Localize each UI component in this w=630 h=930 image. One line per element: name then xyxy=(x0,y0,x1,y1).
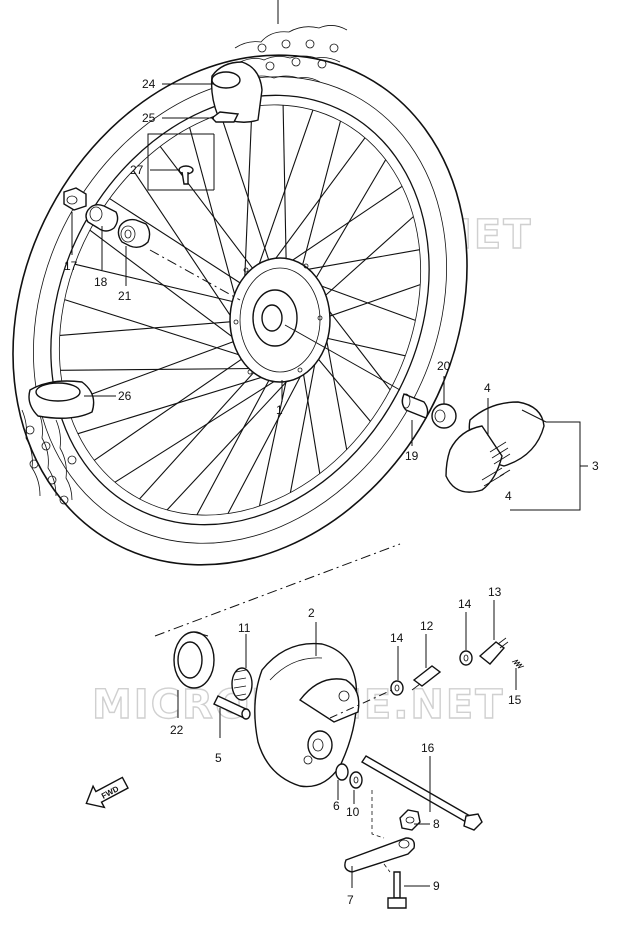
gear-11 xyxy=(231,667,253,701)
spoke xyxy=(312,352,371,422)
spoke xyxy=(282,105,287,269)
callout-labels: 1 2 3 4 4 5 6 7 8 9 10 11 12 13 14 14 15… xyxy=(64,77,599,907)
tube-section-left xyxy=(28,380,95,419)
callout-25: 25 xyxy=(142,111,156,125)
callout-20: 20 xyxy=(437,359,451,373)
callout-26: 26 xyxy=(118,389,132,403)
spacer-19 xyxy=(401,393,429,419)
spoke xyxy=(66,338,242,404)
spoke xyxy=(219,113,273,270)
washer-14a xyxy=(390,680,404,696)
callout-12: 12 xyxy=(420,619,434,633)
callout-19: 19 xyxy=(405,449,419,463)
spacer-18 xyxy=(85,203,119,232)
washer-10 xyxy=(349,771,363,789)
spoke xyxy=(266,137,366,272)
bearing-20 xyxy=(431,403,457,429)
spoke xyxy=(77,371,280,435)
switch-12 xyxy=(411,665,442,691)
tube-section-top xyxy=(210,61,263,123)
callout-22: 22 xyxy=(170,723,184,737)
callout-24: 24 xyxy=(142,77,156,91)
callout-4a: 4 xyxy=(484,381,491,395)
hub xyxy=(229,257,331,383)
callout-17: 17 xyxy=(64,259,78,273)
spoke xyxy=(89,229,244,346)
spoke xyxy=(253,109,314,280)
spoke xyxy=(243,106,253,293)
spoke xyxy=(301,364,321,474)
washer-6 xyxy=(335,763,349,781)
callout-leaders xyxy=(71,0,588,888)
callout-5: 5 xyxy=(215,751,222,765)
spoke xyxy=(109,198,248,288)
rim-outer xyxy=(50,94,430,526)
callout-1: 1 xyxy=(276,403,283,417)
callout-15: 15 xyxy=(508,693,522,707)
nut-8 xyxy=(399,809,421,831)
callout-21: 21 xyxy=(118,289,132,303)
callout-6: 6 xyxy=(333,799,340,813)
spoke xyxy=(132,170,239,329)
tire-tread-left xyxy=(21,409,77,505)
valve-cap xyxy=(178,165,194,185)
wheel-assembly xyxy=(12,25,468,566)
sensor-13 xyxy=(478,637,509,665)
spokes xyxy=(59,105,421,516)
spoke xyxy=(189,127,240,310)
spoke xyxy=(64,299,253,360)
axle-bolt-16 xyxy=(361,755,483,831)
spoke xyxy=(166,360,307,511)
tire-tread-top xyxy=(234,25,348,83)
brake-shoe-set xyxy=(445,401,545,493)
spoke xyxy=(159,146,259,276)
callout-14a: 14 xyxy=(390,631,404,645)
callout-16: 16 xyxy=(421,741,435,755)
shaft-5 xyxy=(213,695,251,720)
callout-3: 3 xyxy=(592,459,599,473)
spoke xyxy=(74,263,241,304)
nut-17 xyxy=(63,187,87,211)
callout-7: 7 xyxy=(347,893,354,907)
callout-10: 10 xyxy=(346,805,360,819)
callout-27: 27 xyxy=(130,163,144,177)
spoke xyxy=(307,280,416,321)
callout-4b: 4 xyxy=(505,489,512,503)
callout-18: 18 xyxy=(94,275,108,289)
spoke xyxy=(321,284,421,320)
bolt-9 xyxy=(387,871,407,909)
callout-2: 2 xyxy=(308,606,315,620)
spoke xyxy=(258,370,289,507)
bearing-21 xyxy=(117,218,151,249)
spoke xyxy=(139,365,261,500)
callout-11: 11 xyxy=(238,621,251,635)
spoke xyxy=(319,336,406,357)
spoke xyxy=(114,368,294,483)
callout-14b: 14 xyxy=(458,597,472,611)
forward-arrow-icon: FWD xyxy=(85,776,129,809)
brake-lever-7 xyxy=(344,837,416,873)
spoke xyxy=(93,353,249,461)
washer-14b xyxy=(459,650,473,666)
oil-seal-22 xyxy=(173,631,215,689)
spoke xyxy=(196,371,275,516)
spoke xyxy=(280,185,403,269)
spoke xyxy=(295,249,420,273)
callout-9: 9 xyxy=(433,879,440,893)
callout-13: 13 xyxy=(488,585,502,599)
spoke xyxy=(60,367,265,371)
spring-15 xyxy=(511,659,525,669)
callout-8: 8 xyxy=(433,817,440,831)
spoke xyxy=(59,320,239,336)
